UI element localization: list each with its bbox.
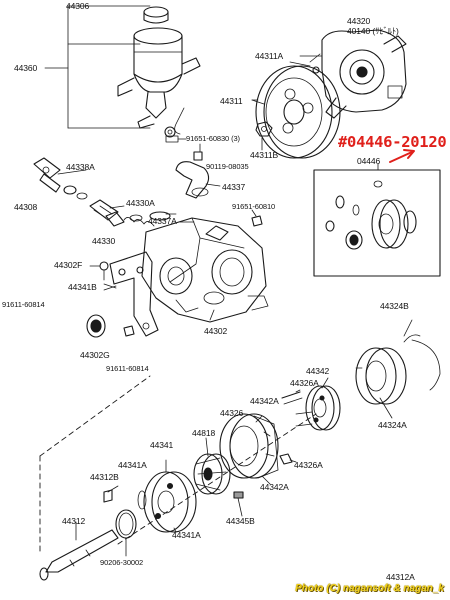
part-label-44338A: 44338A bbox=[66, 162, 95, 172]
part-label-40140: 40140 (ﾘﾋﾞﾙﾄ) bbox=[347, 26, 399, 36]
snap-ring bbox=[403, 319, 441, 391]
end-cover bbox=[355, 347, 407, 405]
flow-control-valve bbox=[89, 199, 177, 227]
pressure-switch bbox=[33, 157, 88, 200]
part-label-90206-30002: 90206-30002 bbox=[100, 558, 144, 567]
dowel-pins bbox=[279, 391, 303, 465]
part-label-44302G: 44302G bbox=[80, 350, 110, 360]
part-label-91611-60814-a: 91611-60814 bbox=[2, 300, 45, 309]
pulley bbox=[251, 65, 341, 159]
part-label-44330: 44330 bbox=[92, 236, 116, 246]
front-side-plate bbox=[143, 471, 197, 533]
part-label-91651-60810: 91651-60810 bbox=[232, 202, 276, 211]
part-label-44302F: 44302F bbox=[54, 260, 83, 270]
part-label-91651-60830: 91651-60830 (3) bbox=[186, 134, 240, 143]
part-label-90119-08035: 90119-08035 bbox=[206, 162, 249, 171]
part-label-44345B: 44345B bbox=[226, 516, 255, 526]
part-label-44341: 44341 bbox=[150, 440, 174, 450]
mount-bolts bbox=[165, 135, 187, 143]
drive-shaft bbox=[39, 529, 119, 581]
o-ring bbox=[137, 490, 147, 510]
part-label-44311B: 44311B bbox=[250, 150, 279, 160]
part-label-44341B: 44341B bbox=[68, 282, 97, 292]
cam-ring bbox=[219, 413, 279, 479]
part-label-44341A-top: 44341A bbox=[118, 460, 147, 470]
leader-lines bbox=[57, 61, 393, 557]
oil-seal bbox=[86, 314, 106, 338]
assembly-axis bbox=[39, 375, 317, 553]
gasket-kit bbox=[313, 149, 441, 277]
bolt bbox=[123, 325, 135, 337]
part-label-44337A: 44337A bbox=[148, 216, 177, 226]
part-label-44342A-top: 44342A bbox=[250, 396, 279, 406]
pump-assembly bbox=[299, 29, 407, 119]
part-label-44312: 44312 bbox=[62, 516, 86, 526]
reservoir-tank bbox=[44, 5, 201, 138]
part-label-44360: 44360 bbox=[14, 63, 38, 73]
screw bbox=[99, 261, 109, 281]
part-label-44341A-bottom: 44341A bbox=[172, 530, 201, 540]
outlet-fitting bbox=[175, 151, 210, 199]
pump-housing bbox=[141, 209, 269, 323]
part-label-91611-60814-b: 91611-60814 bbox=[106, 364, 149, 373]
part-label-44326A-bottom: 44326A bbox=[294, 460, 323, 470]
part-label-44308: 44308 bbox=[14, 202, 38, 212]
part-label-44312B: 44312B bbox=[90, 472, 119, 482]
part-label-44326: 44326 bbox=[220, 408, 244, 418]
part-label-44312A: 44312A bbox=[386, 572, 415, 582]
photo-credit: Photo (C) nagansoft & nagan_k bbox=[295, 583, 444, 594]
part-label-44324A: 44324A bbox=[378, 420, 407, 430]
part-label-44326A-top: 44326A bbox=[290, 378, 319, 388]
shaft-key bbox=[103, 489, 113, 503]
part-label-44306: 44306 bbox=[66, 1, 90, 11]
bracket bbox=[103, 251, 159, 337]
part-label-44320: 44320 bbox=[347, 16, 371, 26]
part-label-44818: 44818 bbox=[192, 428, 216, 438]
part-label-44302: 44302 bbox=[204, 326, 228, 336]
part-label-04446: 04446 bbox=[357, 156, 381, 166]
side-plate bbox=[295, 385, 341, 431]
part-label-44342: 44342 bbox=[306, 366, 330, 376]
pulley-nut bbox=[255, 121, 273, 137]
part-label-44330A: 44330A bbox=[126, 198, 155, 208]
part-label-44337: 44337 bbox=[222, 182, 246, 192]
highlighted-part-number: #04446-20120 bbox=[338, 133, 447, 151]
part-label-44342A-bottom: 44342A bbox=[260, 482, 289, 492]
vane bbox=[233, 491, 244, 499]
part-label-44324B: 44324B bbox=[380, 301, 409, 311]
part-label-44311: 44311 bbox=[220, 96, 243, 106]
part-label-44311A: 44311A bbox=[255, 51, 284, 61]
